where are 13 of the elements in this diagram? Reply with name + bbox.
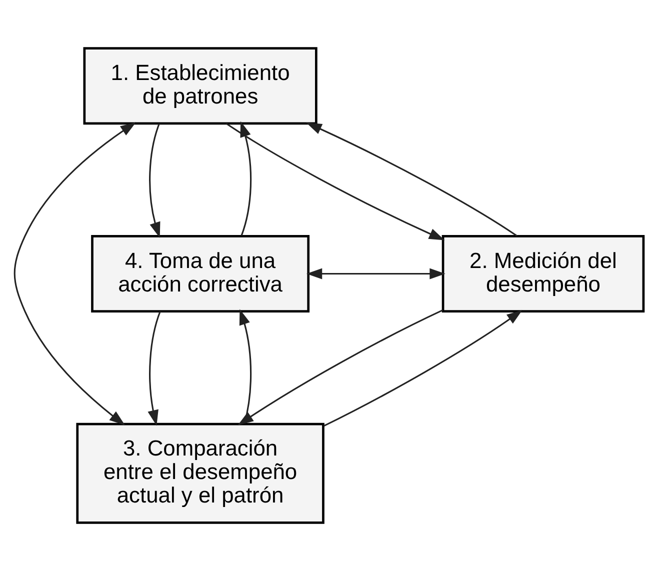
node-box: 4. Toma de una acción correctiva <box>91 235 310 313</box>
arrow <box>226 122 445 240</box>
node-box: 1. Establecimiento de patrones <box>83 47 318 125</box>
node-box: 3. Comparación entre el desempeño actual y el patrón <box>76 422 324 524</box>
arrow <box>323 310 522 427</box>
arrow <box>148 311 161 426</box>
arrow <box>240 121 252 236</box>
arrow <box>306 268 446 280</box>
arrow <box>149 123 160 238</box>
node-box: 2. Medición del desempeño <box>442 235 645 313</box>
arrow <box>306 122 518 237</box>
arrow <box>14 122 136 426</box>
arrow <box>239 309 252 424</box>
